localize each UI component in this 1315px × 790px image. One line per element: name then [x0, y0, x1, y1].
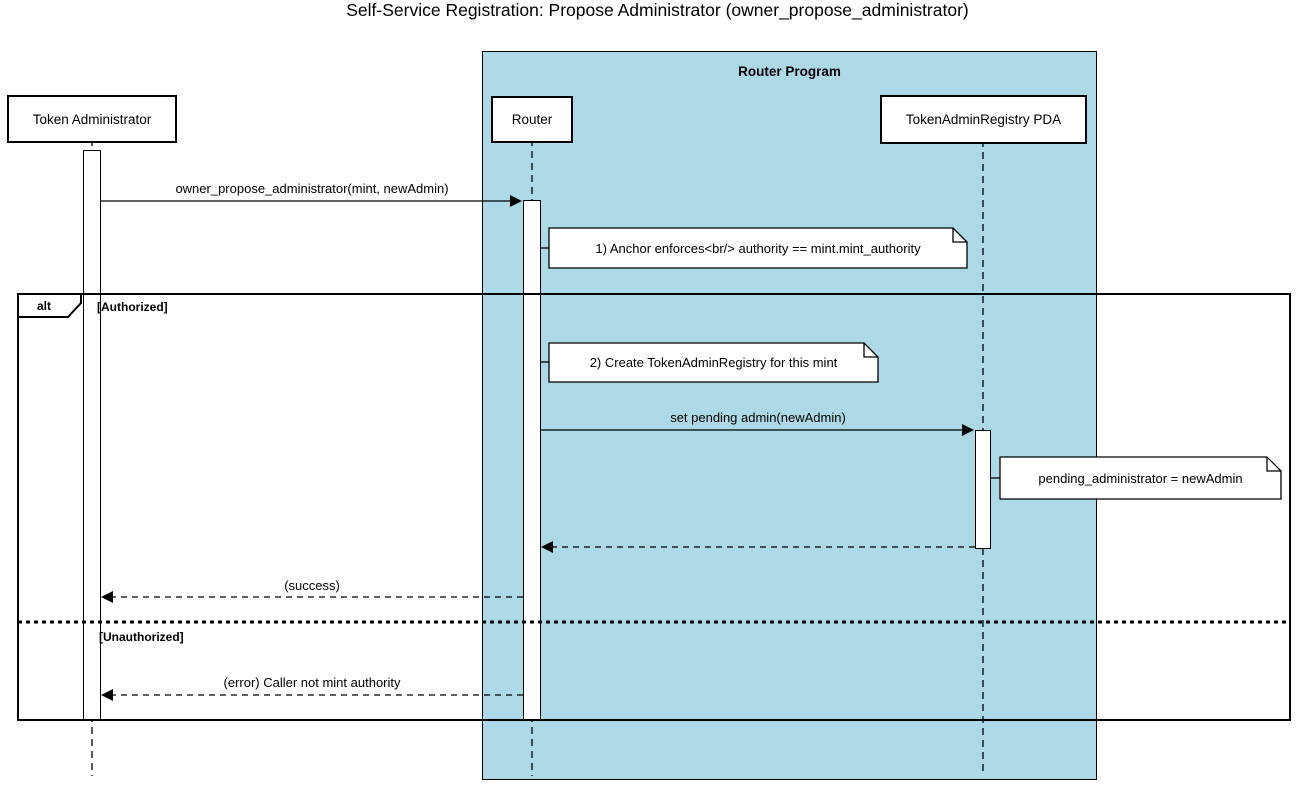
- participant-router-label: Router: [511, 112, 553, 127]
- note-create-text: 2) Create TokenAdminRegistry for this mi…: [589, 355, 838, 370]
- alt-operator-label: alt: [36, 299, 51, 313]
- message-error-label: (error) Caller not mint authority: [223, 675, 401, 690]
- participant-registry-pda-label: TokenAdminRegistry PDA: [905, 112, 1062, 127]
- alt-authorized-label: [Authorized]: [97, 300, 168, 314]
- note-anchor-text: 1) Anchor enforces<br/> authority == min…: [595, 241, 921, 256]
- participant-router: Router: [491, 96, 573, 143]
- participant-token-admin-label: Token Administrator: [32, 111, 152, 127]
- message-propose-label: owner_propose_administrator(mint, newAdm…: [175, 181, 449, 196]
- group-router-program-label: Router Program: [738, 64, 841, 79]
- message-success-label: (success): [284, 578, 340, 593]
- alt-unauthorized-label: [Unauthorized]: [99, 630, 184, 644]
- activation-router: [523, 200, 541, 721]
- note-pending-fold: [1266, 457, 1281, 472]
- diagram-title: Self-Service Registration: Propose Admin…: [346, 0, 969, 20]
- activation-registry-pda: [975, 430, 991, 549]
- participant-registry-pda: TokenAdminRegistry PDA: [880, 95, 1087, 144]
- message-set-pending-label: set pending admin(newAdmin): [670, 410, 846, 425]
- participant-token-admin: Token Administrator: [7, 95, 177, 143]
- note-pending-text: pending_administrator = newAdmin: [1038, 471, 1243, 486]
